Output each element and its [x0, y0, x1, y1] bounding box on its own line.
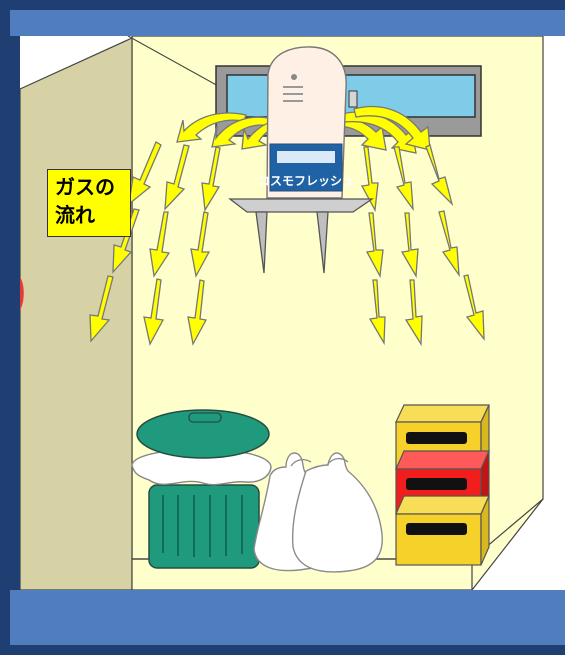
left-wall: [20, 38, 132, 590]
stacked-crates-icon: [396, 405, 489, 565]
device-label: コスモフレッシュ: [258, 174, 354, 188]
air-freshener-device-icon: コスモフレッシュ: [258, 47, 354, 198]
gas-flow-label: ガスの 流れ: [47, 169, 131, 237]
bottom-blue-band: [10, 590, 565, 645]
garbage-room-diagram: コスモフレッシュ: [20, 36, 565, 590]
room-scene: コスモフレッシュ: [20, 36, 565, 590]
trash-can-icon: [132, 410, 271, 568]
top-blue-band: [10, 10, 565, 36]
